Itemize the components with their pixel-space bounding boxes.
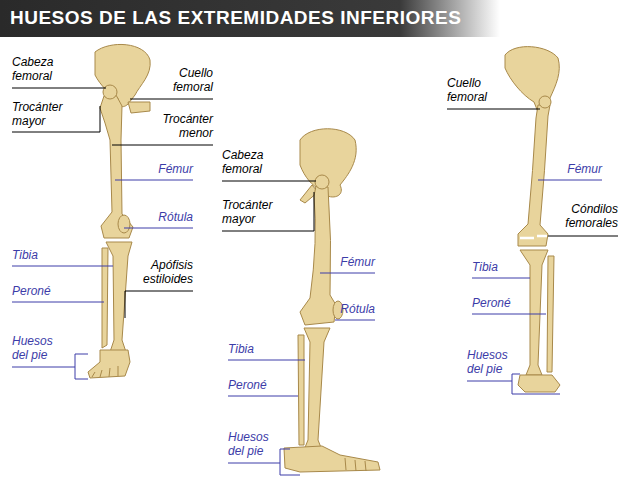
foot bbox=[88, 350, 130, 378]
bone-label: Cabeza femoral bbox=[222, 148, 282, 177]
bone-label: Trocánter menor bbox=[151, 112, 213, 141]
leader-line bbox=[222, 192, 314, 231]
fibula bbox=[547, 256, 554, 372]
fibula bbox=[102, 248, 108, 348]
bone-label: Huesos del pie bbox=[228, 430, 276, 459]
femur bbox=[300, 186, 336, 325]
leader-line bbox=[112, 145, 213, 146]
leader-line bbox=[548, 236, 618, 237]
leader-line bbox=[447, 109, 540, 110]
femoral-head bbox=[315, 175, 329, 189]
bone-label: Cuello femoral bbox=[151, 66, 213, 95]
foot bbox=[518, 375, 560, 392]
leader-line bbox=[320, 273, 375, 274]
toe-lines bbox=[345, 458, 366, 471]
bone-label: Fémur bbox=[567, 162, 602, 176]
tibia bbox=[304, 328, 330, 450]
title-banner bbox=[0, 0, 500, 37]
leg-back-view bbox=[505, 47, 560, 392]
bone-label: Rótula bbox=[158, 210, 193, 224]
bone-label: Peroné bbox=[228, 378, 267, 392]
condyle-gap-marks bbox=[520, 236, 547, 238]
leader-line bbox=[12, 88, 106, 89]
bone-label: Fémur bbox=[340, 255, 375, 269]
leader-line bbox=[130, 99, 213, 100]
femoral-head bbox=[539, 96, 551, 108]
pelvis bbox=[505, 47, 559, 112]
leg-side-view bbox=[284, 129, 380, 472]
bone-label: Huesos del pie bbox=[467, 348, 515, 377]
leader-line bbox=[228, 396, 298, 397]
leader-line bbox=[472, 314, 546, 315]
leader-line bbox=[222, 181, 316, 182]
leader-line bbox=[125, 291, 193, 318]
bone-label: Rótula bbox=[340, 302, 375, 316]
leader-line bbox=[12, 266, 113, 267]
leader-line bbox=[472, 278, 530, 279]
bone-label: Apófisis estiloides bbox=[129, 258, 193, 287]
femur bbox=[100, 95, 133, 238]
leader-line bbox=[538, 180, 602, 181]
femur bbox=[518, 105, 550, 246]
bone-label: Tibia bbox=[472, 260, 498, 274]
foot bbox=[284, 446, 380, 472]
leader-line bbox=[12, 302, 104, 303]
bone-label: Peroné bbox=[472, 296, 511, 310]
bracket-line bbox=[467, 374, 560, 394]
toe-lines bbox=[92, 366, 118, 377]
pubis bbox=[128, 102, 150, 113]
bone-label: Fémur bbox=[158, 162, 193, 176]
bone-label: Tibia bbox=[228, 342, 254, 356]
patella bbox=[118, 215, 130, 233]
diagram-title: HUESOS DE LAS EXTREMIDADES INFERIORES bbox=[10, 7, 461, 29]
femoral-head bbox=[103, 85, 117, 99]
leg-front-view bbox=[88, 44, 150, 378]
tibia bbox=[106, 242, 132, 352]
bone-label: Tibia bbox=[12, 248, 38, 262]
fibula bbox=[298, 335, 304, 445]
leader-line bbox=[335, 320, 375, 321]
blue-leader-lines bbox=[12, 180, 602, 475]
tibia bbox=[520, 250, 548, 375]
bone-label: Peroné bbox=[12, 284, 51, 298]
black-leader-lines bbox=[12, 88, 618, 318]
bone-label: Cuello femoral bbox=[447, 76, 507, 105]
leader-line bbox=[115, 180, 193, 181]
bone-label: Cóndilos femorales bbox=[558, 202, 618, 231]
leader-line bbox=[124, 228, 193, 229]
bone-label: Cabeza femoral bbox=[12, 55, 72, 84]
bone-label: Huesos del pie bbox=[12, 334, 60, 363]
bone-label: Trocánter mayor bbox=[12, 100, 74, 129]
bone-label: Trocánter mayor bbox=[222, 198, 284, 227]
leader-line bbox=[228, 360, 305, 361]
